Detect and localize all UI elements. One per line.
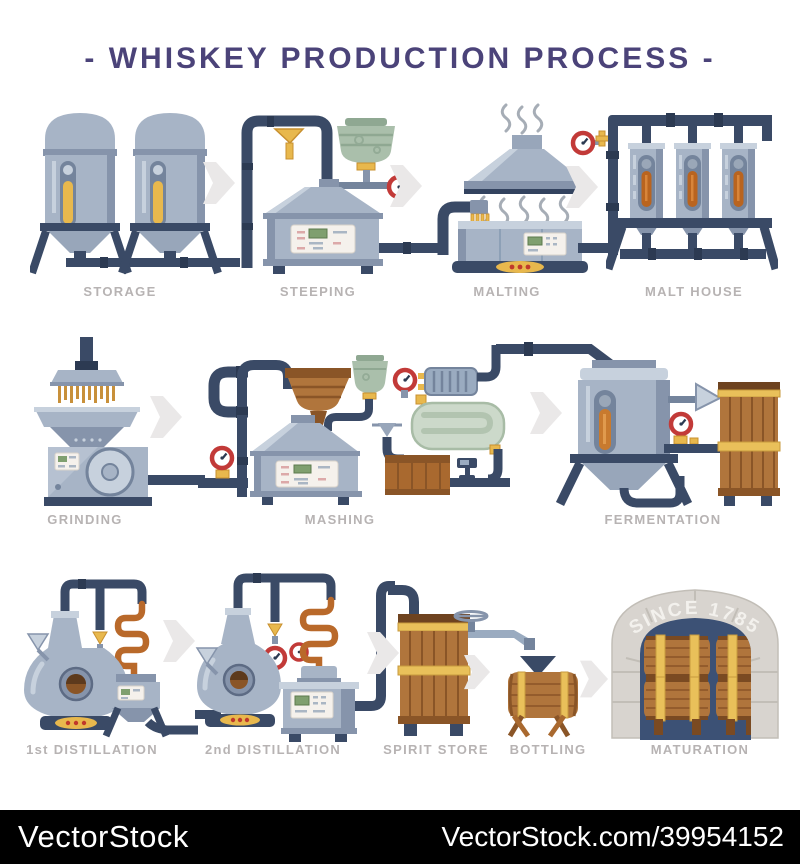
grinder-bristles — [58, 386, 115, 403]
pot-still — [197, 608, 281, 727]
spirit-store-illustration — [388, 570, 548, 742]
hopper-tank — [337, 118, 395, 182]
copper-coil — [114, 600, 150, 678]
stage-label-1st-distillation: 1st DISTILLATION — [26, 742, 158, 757]
funnel-valve — [372, 423, 404, 464]
grinding-illustration — [28, 335, 205, 510]
valve-wheel — [453, 610, 489, 632]
rake-icon — [470, 200, 490, 224]
coil-tank — [410, 394, 506, 455]
barrel-stand — [507, 714, 571, 738]
valve-icon — [273, 128, 305, 160]
malting-tank — [452, 221, 588, 273]
fermenter-tank — [555, 360, 723, 508]
stage-label-steeping: STEEPING — [279, 284, 357, 299]
stage-label-malt-house: MALT HOUSE — [645, 284, 743, 299]
stage-label-maturation: MATURATION — [650, 742, 750, 757]
steeping-vat — [263, 179, 383, 274]
steam-icon — [500, 103, 544, 135]
stage-label-malting: MALTING — [473, 284, 541, 299]
pressure-gauge-icon — [573, 133, 593, 153]
stage-label-2nd-distillation: 2nd DISTILLATION — [204, 742, 342, 757]
watermark-bar: VectorStock VectorStock.com/39954152 — [0, 810, 800, 864]
stage-label-bottling: BOTTLING — [509, 742, 587, 757]
fermentation-illustration — [552, 336, 782, 508]
barrel-stack — [643, 634, 751, 735]
maturation-illustration: SINCE 1785 — [606, 572, 781, 740]
stage-label-storage: STORAGE — [83, 284, 157, 299]
funnel-valve — [195, 647, 219, 676]
bottling-illustration — [498, 628, 590, 740]
funnel-valve — [26, 633, 50, 662]
stage-label-fermentation: FERMENTATION — [604, 512, 722, 527]
wooden-box — [385, 455, 450, 495]
page-title: - WHISKEY PRODUCTION PROCESS - — [84, 42, 716, 75]
arrow-icon — [464, 654, 490, 690]
arrow-icon — [566, 166, 598, 208]
spirit-safe — [279, 666, 359, 742]
mashing-illustration — [228, 337, 510, 507]
pot-still — [24, 611, 128, 730]
malt-silo — [628, 143, 665, 251]
pipe-bridge — [496, 340, 562, 358]
steeping-illustration — [233, 103, 440, 275]
arrow-icon — [580, 658, 608, 700]
malting-illustration — [426, 103, 608, 275]
vectorstock-logo-text: VectorStock — [18, 819, 189, 854]
condenser-receiver — [102, 674, 198, 738]
malt-house-illustration — [606, 103, 778, 275]
stage-label-mashing: MASHING — [304, 512, 376, 527]
storage-silo — [30, 113, 132, 275]
hopper-tank — [324, 355, 388, 431]
pressure-gauge-icon — [395, 370, 415, 390]
storage-illustration — [30, 105, 240, 277]
washback-barrel — [717, 382, 781, 506]
arrow-icon — [150, 396, 182, 438]
arrow-icon — [390, 165, 422, 207]
pressure-gauge-icon — [671, 414, 691, 434]
copper-coil — [299, 596, 339, 670]
stage-label-spirit-store: SPIRIT STORE — [383, 742, 489, 757]
stage-label-grinding: GRINDING — [47, 512, 123, 527]
second-distillation-illustration — [195, 570, 395, 742]
kiln-hood — [464, 135, 588, 194]
mash-tun — [250, 415, 362, 505]
steam-icon — [478, 195, 570, 227]
first-distillation-illustration — [20, 570, 198, 742]
arrow-icon — [163, 620, 195, 662]
arrow-icon — [203, 162, 235, 204]
spirit-vat — [397, 614, 471, 736]
vectorstock-url-text: VectorStock.com/39954152 — [441, 821, 784, 852]
heat-exchanger — [418, 367, 478, 396]
cask-barrel — [508, 671, 578, 719]
